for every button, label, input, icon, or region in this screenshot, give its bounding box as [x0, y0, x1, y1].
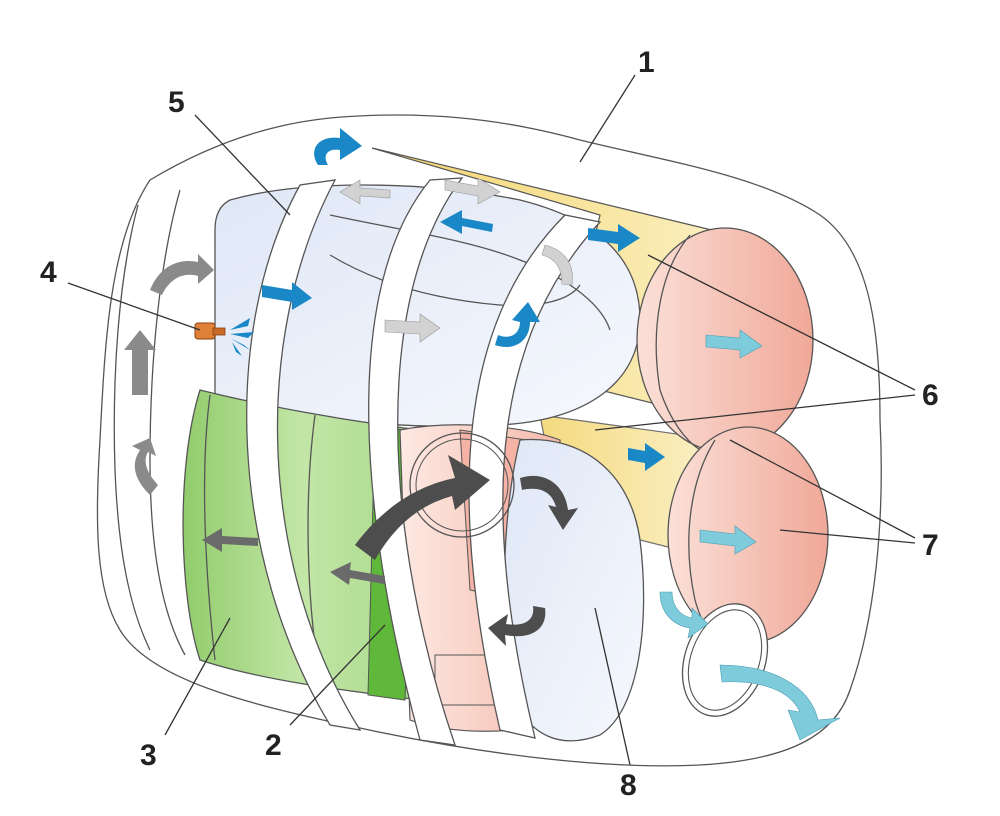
callout-7: 7 — [922, 529, 939, 562]
leader-7b — [779, 529, 916, 544]
flow-arrow-lightblue-small — [659, 591, 709, 639]
flow-arrow-dark-curve-bottom — [488, 606, 546, 646]
leader-3 — [164, 617, 231, 736]
flow-arrow-lightgrey-1 — [339, 179, 391, 205]
callout-1: 1 — [638, 46, 655, 79]
flow-arrow-dark-curve-top — [520, 475, 578, 530]
strap-left — [246, 179, 362, 731]
transition-ring-inner — [415, 438, 509, 532]
leader-2 — [289, 624, 386, 726]
callout-5: 5 — [168, 86, 185, 119]
flow-arrow-green-left — [202, 528, 258, 552]
transition-ring — [409, 432, 515, 538]
callout-4: 4 — [40, 256, 57, 289]
outer-housing-shell — [96, 114, 882, 767]
flow-arrow-lightblue-lower — [699, 525, 757, 555]
callout-6: 6 — [922, 379, 939, 412]
strap-middle — [368, 177, 464, 746]
flow-arrow-return-1 — [132, 438, 158, 495]
leader-1 — [579, 74, 636, 163]
green-substrate-seam-1 — [203, 394, 216, 661]
flow-arrow-blue-1 — [262, 282, 312, 310]
callout-3: 3 — [140, 739, 157, 772]
callout-2: 2 — [265, 729, 282, 762]
outer-housing-left-rim — [113, 204, 151, 651]
leader-5 — [194, 114, 291, 216]
flow-arrow-lightblue-upper — [705, 329, 763, 359]
mixing-chamber-inner-curve — [329, 214, 611, 331]
flow-arrow-lightblue-exit — [719, 664, 841, 741]
flow-arrow-lightgrey-curve — [541, 244, 573, 286]
injector-nozzle-icon — [194, 322, 226, 340]
flow-arrow-dark-large — [355, 455, 490, 560]
flow-arrow-blue-2 — [440, 210, 493, 234]
flow-arrow-green-mid — [330, 562, 385, 585]
flow-arrow-blue-3 — [588, 224, 640, 252]
flow-arrow-return-2 — [124, 330, 156, 395]
flow-arrow-lightgrey-2 — [444, 177, 501, 205]
leader-4 — [67, 282, 201, 331]
flow-arrow-lightgrey-3 — [384, 313, 441, 343]
flow-arrow-blue-curve — [495, 302, 540, 348]
green-substrate — [182, 389, 421, 701]
leader-7a — [729, 439, 916, 539]
outer-housing-inner-edge — [149, 189, 186, 656]
callout-8: 8 — [620, 769, 637, 802]
leader-6b — [594, 394, 916, 431]
flow-arrow-return-3 — [150, 254, 214, 295]
leader-6a — [647, 254, 916, 391]
flow-arrow-blue-4 — [628, 443, 665, 471]
leader-8 — [594, 607, 631, 766]
mixing-chamber-inner-curve-2 — [329, 254, 581, 307]
spray-icon — [230, 318, 254, 356]
flow-arrow-blue-curve-top — [314, 128, 362, 165]
